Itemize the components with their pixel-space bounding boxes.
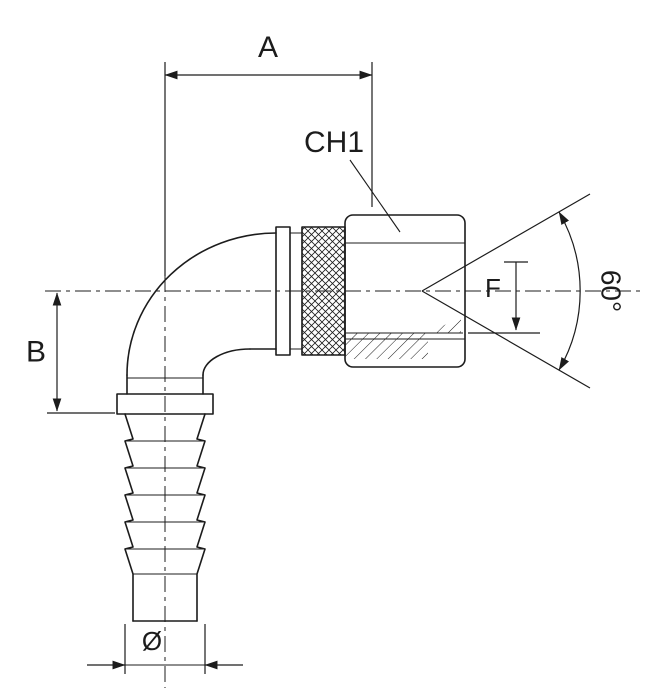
knurl-band <box>301 226 346 356</box>
fitting-body <box>116 214 466 622</box>
elbow-bend <box>126 232 277 395</box>
dimension-a: A <box>164 31 373 276</box>
cone-angle-label: 60° <box>596 270 627 312</box>
dim-b-label: B <box>26 336 46 369</box>
dim-f-label: F <box>485 273 501 303</box>
seat-section <box>345 317 463 359</box>
diameter-symbol-label: Ø <box>142 626 162 656</box>
centerlines <box>45 276 640 688</box>
dimension-f: F <box>468 261 540 334</box>
hex-size-label: CH1 <box>304 126 364 159</box>
diameter-dimension: Ø <box>87 624 243 674</box>
stop-collar <box>116 393 214 415</box>
dimension-b: B <box>26 292 115 414</box>
angle-dimension-60: 60° <box>421 193 627 389</box>
hose-barb-shank <box>124 413 206 622</box>
ch1-callout: CH1 <box>304 126 401 233</box>
dim-a-label: A <box>258 31 278 64</box>
